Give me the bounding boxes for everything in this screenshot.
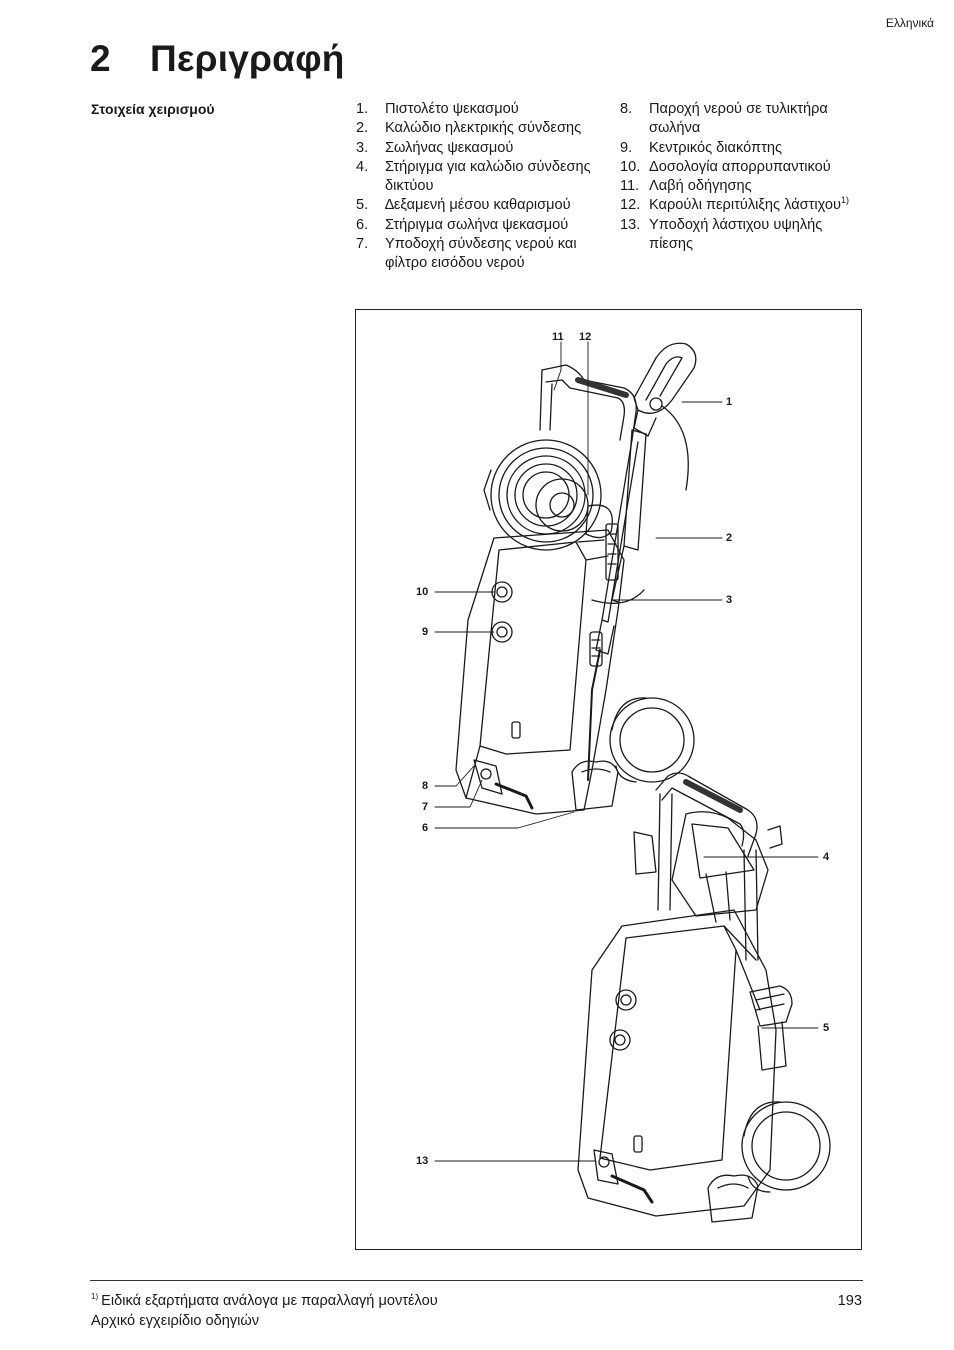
list-item: 11. Λαβή οδήγησης bbox=[620, 177, 860, 196]
callout-label: 11 bbox=[552, 331, 564, 343]
item-text: Παροχή νερού σε τυλικτήρα σωλήνα bbox=[649, 101, 828, 137]
item-text: Στήριγμα σωλήνα ψεκασμού bbox=[385, 216, 569, 233]
list-item: 2. Καλώδιο ηλεκτρικής σύνδεσης bbox=[356, 119, 606, 138]
list-item: 10. Δοσολογία απορρυπαντικού bbox=[620, 158, 860, 177]
list-item: 5. ∆εξαμενή μέσου καθαρισμού bbox=[356, 196, 606, 215]
list-item: 8. Παροχή νερού σε τυλικτήρα σωλήνα bbox=[620, 100, 860, 139]
item-number: 2. bbox=[356, 120, 369, 137]
footnote-mark: 1) bbox=[91, 1292, 99, 1302]
item-number: 12. bbox=[620, 197, 641, 214]
item-number: 13. bbox=[620, 216, 641, 233]
page-number: 193 bbox=[837, 1293, 862, 1309]
item-text: Καλώδιο ηλεκτρικής σύνδεσης bbox=[385, 120, 582, 137]
item-text-main: Καρούλι περιτύλιξης λάστιχου bbox=[649, 197, 842, 214]
callout-label: 7 bbox=[422, 801, 429, 813]
item-text: Πιστολέτο ψεκασμού bbox=[385, 101, 519, 117]
item-number: 5. bbox=[356, 197, 369, 214]
item-text: Κεντρικός διακόπτης bbox=[649, 139, 782, 156]
callout-label: 8 bbox=[422, 780, 429, 792]
parts-list-column-2: 8. Παροχή νερού σε τυλικτήρα σωλήνα 9. Κεν… bbox=[620, 100, 860, 254]
callout-label: 2 bbox=[726, 532, 733, 544]
callout-label: 4 bbox=[823, 851, 830, 863]
item-number: 10. bbox=[620, 158, 641, 175]
callout-label: 3 bbox=[726, 594, 733, 606]
item-number: 7. bbox=[356, 236, 369, 253]
chapter-number: 2 bbox=[90, 38, 111, 79]
footnote-ref: 1) bbox=[841, 195, 850, 206]
item-number: 1. bbox=[356, 101, 369, 117]
item-number: 6. bbox=[356, 216, 369, 233]
item-text: Στήριγμα για καλώδιο σύνδεσης δικτύου bbox=[385, 158, 591, 195]
item-number: 3. bbox=[356, 139, 369, 156]
section-label: Στοιχεία χειρισμού bbox=[91, 101, 215, 117]
list-item: 12. Καρούλι περιτύλιξης λάστιχου1) bbox=[620, 196, 860, 215]
item-text: Λαβή οδήγησης bbox=[649, 178, 752, 195]
item-number: 4. bbox=[356, 158, 369, 175]
callout-label: 1 bbox=[726, 396, 733, 408]
callout-label: 9 bbox=[422, 626, 429, 638]
item-text: Υποδοχή λάστιχου υψηλής πίεσης bbox=[649, 216, 823, 253]
item-number: 9. bbox=[620, 139, 633, 156]
manual-title: Αρχικό εγχειρίδιο οδηγιών bbox=[91, 1313, 260, 1329]
callout-label: 13 bbox=[416, 1155, 429, 1167]
list-item: 6. Στήριγμα σωλήνα ψεκασμού bbox=[356, 216, 606, 235]
callout-label: 6 bbox=[422, 822, 429, 834]
footer-divider bbox=[90, 1280, 863, 1281]
footnote-text: Ειδικά εξαρτήματα ανάλογα με παραλλαγή μ… bbox=[101, 1293, 438, 1309]
callout-label: 10 bbox=[416, 586, 429, 598]
chapter-title: Περιγραφή bbox=[150, 38, 345, 79]
item-text: ∆εξαμενή μέσου καθαρισμού bbox=[385, 197, 571, 214]
item-text: Υποδοχή σύνδεσης νερού και φίλτρο εισόδο… bbox=[385, 236, 577, 272]
pressure-washer-illustration bbox=[434, 341, 831, 1223]
list-item: 13. Υποδοχή λάστιχου υψηλής πίεσης bbox=[620, 216, 860, 255]
item-number: 8. bbox=[620, 101, 633, 117]
language-label: Ελληνικά bbox=[885, 16, 934, 30]
list-item: 3. Σωλήνας ψεκασμού bbox=[356, 139, 606, 158]
footnote: 1)Ειδικά εξαρτήματα ανάλογα με παραλλαγή… bbox=[91, 1293, 438, 1309]
item-number: 11. bbox=[620, 178, 640, 195]
list-item: 9. Κεντρικός διακόπτης bbox=[620, 139, 860, 158]
item-text: Δοσολογία απορρυπαντικού bbox=[649, 158, 831, 175]
list-item: 7. Υποδοχή σύνδεσης νερού και φίλτρο εισό… bbox=[356, 235, 606, 274]
list-item: 4. Στήριγμα για καλώδιο σύνδεσης δικτύου bbox=[356, 158, 606, 197]
page-title: 2 Περιγραφή bbox=[90, 38, 345, 80]
item-text: Σωλήνας ψεκασμού bbox=[385, 139, 514, 156]
item-text: Καρούλι περιτύλιξης λάστιχου1) bbox=[649, 196, 860, 215]
callout-label: 5 bbox=[823, 1022, 830, 1034]
pressure-washer-figure: 11 12 1 2 3 10 9 8 7 6 4 5 13 bbox=[355, 309, 862, 1250]
parts-list-column-1: 1. Πιστολέτο ψεκασμού 2. Καλώδιο ηλεκτρική… bbox=[356, 100, 606, 274]
list-item: 1. Πιστολέτο ψεκασμού bbox=[356, 100, 606, 119]
callout-label: 12 bbox=[579, 331, 592, 343]
